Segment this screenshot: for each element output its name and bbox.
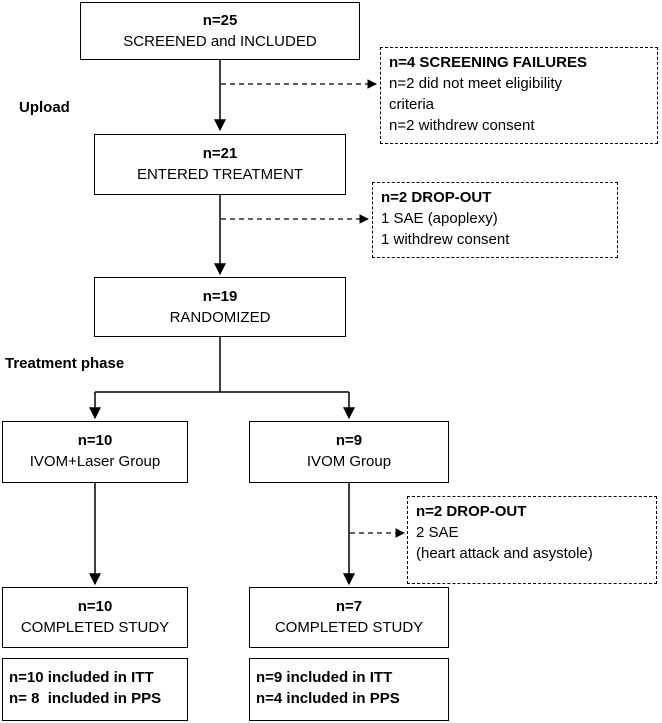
laser-group-text: IVOM+Laser Group: [29, 453, 161, 470]
screened-text: SCREENED and INCLUDED: [123, 33, 317, 50]
phase-label-treatment: Treatment phase: [5, 355, 125, 372]
ivom-group-n: n=9: [335, 432, 363, 449]
dropout2-line: (heart attack and asystole): [416, 545, 593, 562]
entered-text: ENTERED TREATMENT: [136, 166, 304, 183]
screening-failures-line: n=2 withdrew consent: [389, 117, 535, 134]
completed-left-box: n=10 COMPLETED STUDY: [2, 587, 188, 648]
analysis-right-pps: n=4 included in PPS: [256, 690, 400, 707]
entered-n: n=21: [202, 145, 238, 162]
phase-label-upload: Upload: [19, 99, 70, 116]
completed-left-n: n=10: [77, 598, 113, 615]
dropout2-line: 2 SAE: [416, 524, 459, 541]
completed-right-n: n=7: [335, 598, 363, 615]
screening-failures-line: criteria: [389, 96, 435, 113]
randomized-box: n=19 RANDOMIZED: [94, 277, 346, 337]
screening-failures-line: n=2 did not meet eligibility: [389, 75, 563, 92]
dropout1-box: n=2 DROP-OUT 1 SAE (apoplexy) 1 withdrew…: [372, 182, 618, 258]
dropout2-box: n=2 DROP-OUT 2 SAE (heart attack and asy…: [407, 496, 657, 584]
completed-right-text: COMPLETED STUDY: [274, 619, 424, 636]
screening-failures-box: n=4 SCREENING FAILURES n=2 did not meet …: [380, 47, 658, 144]
randomized-text: RANDOMIZED: [169, 309, 271, 326]
randomized-n: n=19: [202, 288, 238, 305]
ivom-group-box: n=9 IVOM Group: [249, 421, 449, 483]
completed-right-box: n=7 COMPLETED STUDY: [249, 587, 449, 648]
analysis-left-box: n=10 included in ITT n= 8 included in PP…: [2, 658, 188, 721]
screened-n: n=25: [202, 12, 238, 29]
entered-treatment-box: n=21 ENTERED TREATMENT: [94, 134, 346, 195]
screened-box: n=25 SCREENED and INCLUDED: [80, 2, 360, 60]
dropout1-line: 1 withdrew consent: [381, 231, 510, 248]
dropout2-title: n=2 DROP-OUT: [416, 503, 527, 520]
screening-failures-title: n=4 SCREENING FAILURES: [389, 54, 587, 71]
analysis-right-itt: n=9 included in ITT: [256, 669, 393, 686]
analysis-left-itt: n=10 included in ITT: [9, 669, 154, 686]
analysis-left-pps: n= 8 included in PPS: [9, 690, 162, 707]
laser-group-n: n=10: [77, 432, 113, 449]
analysis-right-box: n=9 included in ITT n=4 included in PPS: [249, 658, 449, 721]
dropout1-line: 1 SAE (apoplexy): [381, 210, 498, 227]
completed-left-text: COMPLETED STUDY: [20, 619, 170, 636]
ivom-group-text: IVOM Group: [306, 453, 392, 470]
dropout1-title: n=2 DROP-OUT: [381, 189, 492, 206]
laser-group-box: n=10 IVOM+Laser Group: [2, 421, 188, 483]
